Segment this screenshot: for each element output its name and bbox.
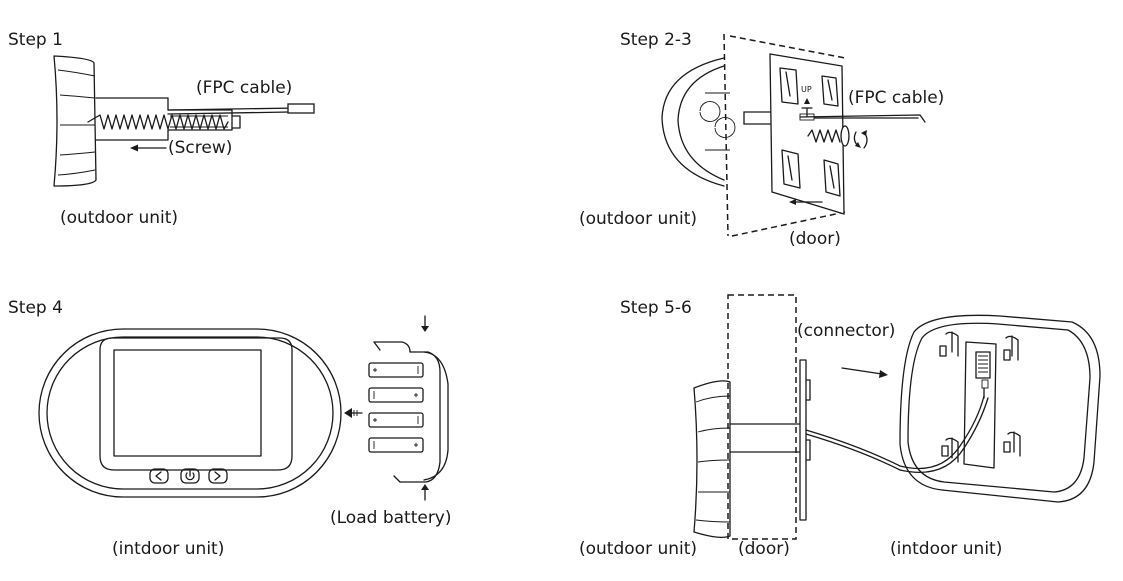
step2-up-mark: UP [801,85,812,94]
step5-cable [805,395,989,474]
step5-title: Step 5-6 [620,298,692,318]
step5-indoor-unit-label: (intdoor unit) [890,539,1003,559]
step5-connector-arrow [841,367,888,378]
step1-fpc-cable-label: (FPC cable) [196,78,293,98]
step1-screw-arrow [130,144,167,152]
step1-screw-spring [87,114,229,130]
step2-outdoor-dome [661,57,736,187]
chevron-right-icon [214,471,221,481]
step4-load-battery-label: (Load battery) [330,508,452,528]
step2-cable-barrel [743,111,926,205]
step2-fpc-cable-label: (FPC cable) [848,88,945,108]
step2-door-label: (door) [789,229,841,249]
step2-outdoor-unit-label: (outdoor unit) [579,209,698,229]
step1-screw-label: (Screw) [168,138,233,158]
chevron-left-icon [155,471,162,481]
step5-connector-label: (connector) [797,321,896,341]
step4-indoor-unit-label: (intdoor unit) [112,539,225,559]
step5-outdoor-unit-label: (outdoor unit) [579,539,698,559]
step4-indoor-unit [38,328,342,498]
step4-battery-cover [373,315,449,501]
rotate-arrows-icon [853,130,868,149]
step2-title: Step 2-3 [620,30,692,50]
step5-outdoor-unit [693,380,731,538]
step4-batteries [368,362,424,453]
step4-buttons [149,468,228,484]
step5-indoor-unit [899,314,1101,503]
power-icon [185,470,195,481]
step1-barrel [95,97,315,141]
step4-title: Step 4 [8,298,63,318]
step2-door [723,33,846,237]
step2-screw [807,125,850,147]
step1-outdoor-unit [53,55,97,187]
step4-insert-arrow [344,408,363,418]
step1-outdoor-unit-label: (outdoor unit) [60,208,179,228]
step5-door [727,294,797,540]
step5-door-label: (door) [738,539,790,559]
step2-mounting-plate [769,53,845,215]
step1-title: Step 1 [8,30,63,50]
step5-barrel-plate [729,359,811,521]
